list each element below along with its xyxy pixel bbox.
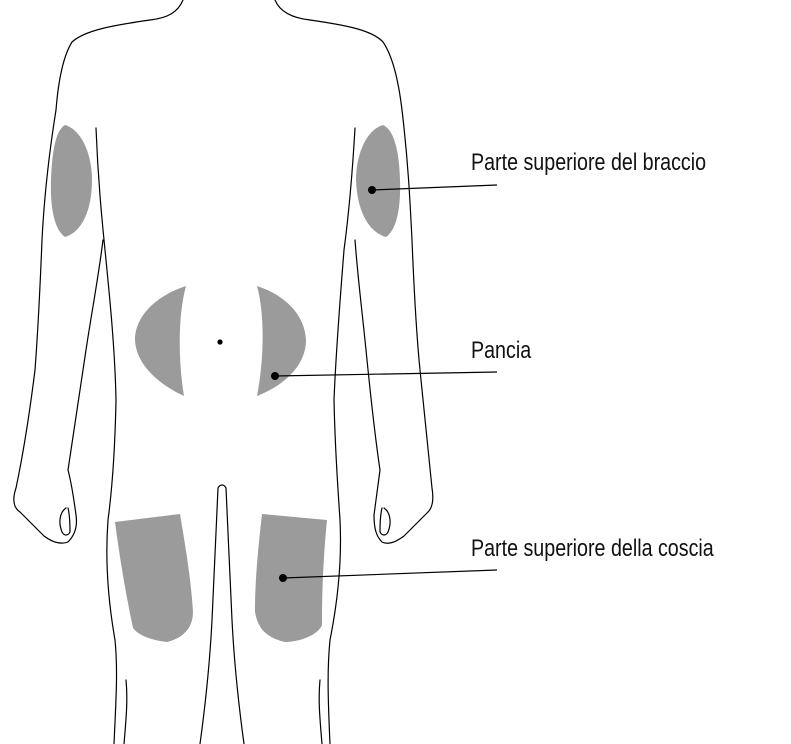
right-arm-inner [355, 240, 380, 470]
right-thumb [380, 508, 390, 535]
belly-leader-line [275, 372, 497, 376]
right-arm-outer [402, 110, 433, 512]
right-belly-zone [257, 286, 306, 396]
belly-label: Pancia [471, 336, 532, 363]
right-inner-leg [226, 488, 244, 744]
left-arm-inner [68, 240, 103, 470]
neck-right [275, 0, 310, 20]
injection-zones [51, 125, 400, 642]
right-shoulder [310, 20, 402, 110]
left-upper-arm-zone [51, 125, 92, 237]
left-arm-outer [14, 110, 56, 512]
navel-dot [217, 339, 222, 344]
right-knee-line [319, 680, 322, 744]
body-outline [14, 0, 433, 744]
left-thigh-zone [115, 514, 193, 642]
upper-thigh-label: Parte superiore della coscia [471, 534, 714, 561]
labels: Parte superiore del braccio Pancia Parte… [471, 148, 714, 561]
left-hand [20, 470, 77, 543]
left-knee-line [124, 680, 127, 744]
upper-arm-label: Parte superiore del braccio [471, 148, 706, 175]
crotch [218, 485, 226, 488]
left-inner-leg [200, 488, 218, 744]
neck-left [150, 0, 183, 20]
right-upper-arm-zone [356, 125, 400, 237]
left-shoulder [56, 20, 150, 110]
left-torso-side [96, 128, 117, 744]
right-torso-side [328, 128, 355, 744]
right-hand [374, 470, 428, 543]
left-thumb [60, 508, 70, 535]
left-belly-zone [135, 286, 186, 396]
